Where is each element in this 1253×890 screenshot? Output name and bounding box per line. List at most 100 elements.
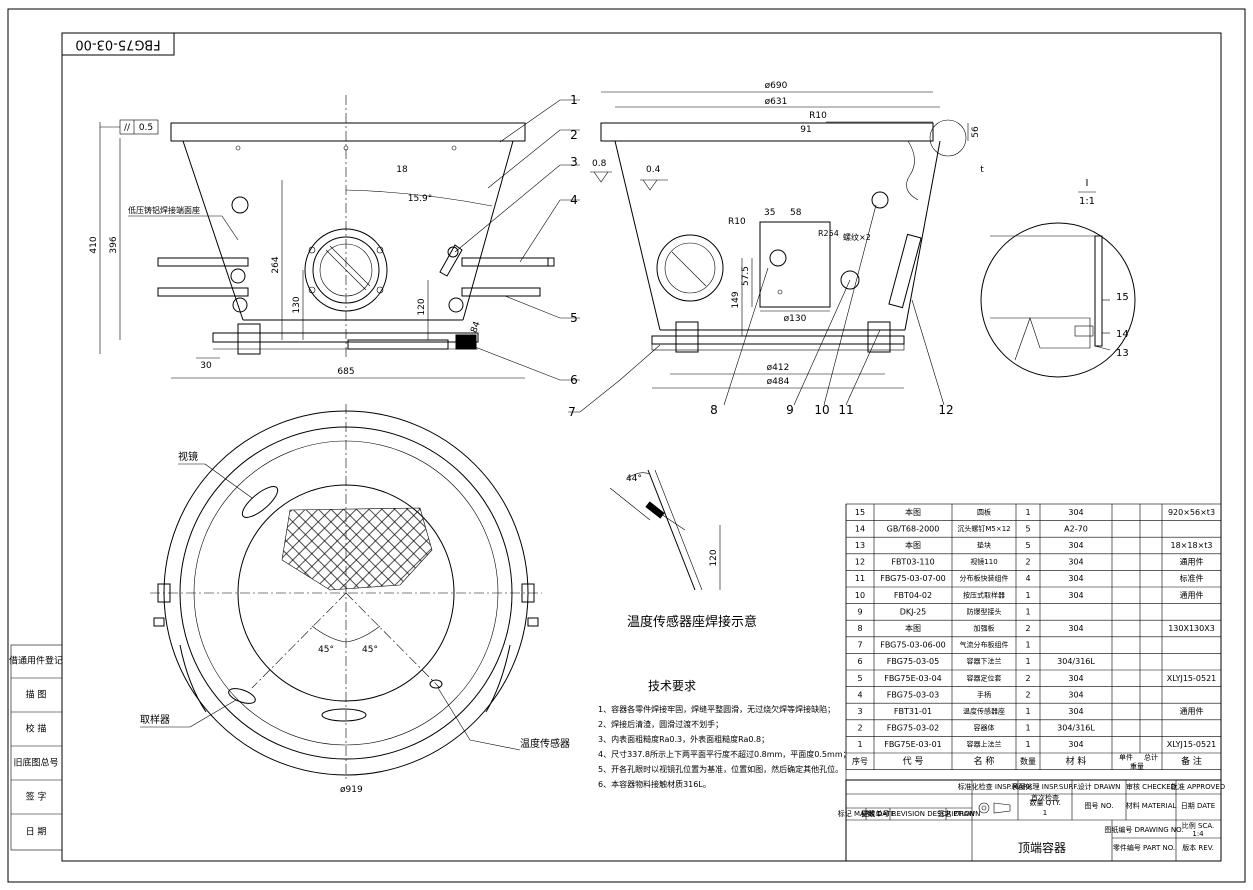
bom-cell-qty: 5	[1025, 524, 1030, 533]
bom-cell-material: A2-70	[1064, 524, 1088, 533]
bom-cell-material: 304	[1068, 674, 1083, 683]
svg-text:视镜: 视镜	[178, 450, 198, 463]
bom-cell-material: 304	[1068, 558, 1083, 567]
plan-handle-marker	[321, 708, 367, 722]
drawing-number-box: FBG75-03-00	[61, 32, 175, 56]
svg-text:I: I	[1086, 178, 1089, 189]
part-number: 3	[570, 155, 578, 169]
part-number: 9	[786, 403, 794, 417]
bom-cell-code: 本图	[905, 507, 921, 517]
svg-text:0.4: 0.4	[646, 165, 661, 175]
svg-text:比例 SCA.: 比例 SCA.	[1182, 821, 1214, 830]
tolerance-frame: // 0.5	[100, 119, 159, 135]
bom-cell-code: FBG75-03-07-00	[880, 574, 946, 583]
bom-cell-material: 304	[1068, 624, 1083, 633]
svg-text:91: 91	[800, 125, 811, 135]
bom-header: 数量	[1020, 756, 1036, 766]
bom-cell-index: 10	[855, 591, 865, 600]
strip-label: 旧底图总号	[13, 757, 58, 769]
bom-cell-code: FBG75-03-02	[887, 724, 939, 733]
bom-cell-qty: 1	[1025, 591, 1030, 600]
svg-text:15: 15	[1116, 292, 1129, 303]
bom-cell-material: 304	[1068, 740, 1083, 749]
svg-text:R254: R254	[818, 229, 839, 238]
svg-text:1: 1	[1043, 809, 1047, 817]
bom-cell-remark: XLYJ15-0521	[1167, 674, 1217, 683]
svg-text:图纸编号 DRAWING NO.: 图纸编号 DRAWING NO.	[1104, 825, 1183, 834]
bom-cell-name: 圆板	[977, 507, 991, 516]
sight-glass	[304, 228, 388, 312]
svg-text:t: t	[980, 165, 984, 175]
svg-text:410: 410	[89, 236, 99, 253]
bom-cell-qty: 5	[1025, 541, 1030, 550]
handle-left	[157, 257, 249, 267]
side-view: t ø690 ø631 R10 91 56 0.8 0.4 R10 35 58 …	[590, 81, 984, 417]
bom-cell-index: 2	[857, 724, 862, 733]
svg-text:零件编号 PART NO.: 零件编号 PART NO.	[1113, 843, 1175, 852]
drawing-number: FBG75-03-00	[75, 37, 160, 52]
bom-cell-qty: 2	[1025, 674, 1030, 683]
bom-header: 名 称	[974, 755, 995, 767]
svg-text:14: 14	[1116, 329, 1129, 340]
bom-cell-code: FBG75-03-06-00	[880, 641, 946, 650]
strip-label: 签 字	[26, 791, 47, 803]
bom-cell-code: FBG75-03-03	[887, 690, 939, 699]
tech-item: 5、开各孔眼时以视镜孔位置为基准，位置如图，然后确定其他孔位。	[598, 764, 843, 774]
bom-header: 总计	[1144, 752, 1158, 761]
bom-cell-name: 气流分布板组件	[960, 640, 1009, 649]
bom-cell-remark: 通用件	[1180, 706, 1204, 716]
part-number: 5	[570, 311, 578, 325]
top-flange	[170, 122, 526, 142]
strip-label: 描 图	[26, 689, 47, 701]
bom-cell-material: 304	[1068, 707, 1083, 716]
bom-cell-name: 容器上法兰	[967, 740, 1002, 749]
strip-label: 校 描	[26, 723, 47, 735]
bom-header: 序号	[852, 756, 868, 766]
svg-text:标准化检查 INSP.MARK: 标准化检查 INSP.MARK	[958, 782, 1033, 791]
svg-text:45°: 45°	[318, 645, 334, 655]
bom-cell-code: FBG75-03-05	[887, 657, 939, 666]
svg-text:149: 149	[731, 291, 741, 308]
tech-item: 3、内表面粗糙度Ra0.3，外表面粗糙度Ra0.8；	[598, 734, 769, 744]
bom-cell-name: 加强板	[974, 624, 995, 633]
bom-cell-index: 9	[857, 607, 862, 616]
svg-text:更改单号 REVISION DESCRIPTION: 更改单号 REVISION DESCRIPTION	[861, 809, 974, 818]
svg-text:45°: 45°	[362, 645, 378, 655]
svg-text:685: 685	[337, 367, 354, 377]
svg-text:温度传感器: 温度传感器	[520, 737, 570, 750]
bom-cell-name: 手柄	[977, 690, 991, 699]
part-number: 4	[570, 193, 578, 207]
svg-text:120: 120	[709, 549, 719, 566]
side-sight-glass	[656, 234, 724, 302]
plan-view: 45° 45° ø919 视镜 取样器 温度传感器	[140, 404, 570, 795]
part-number: 6	[570, 373, 578, 387]
svg-text:396: 396	[109, 236, 119, 253]
bom-cell-name: 分布板快装组件	[960, 574, 1009, 583]
part-number: 12	[938, 403, 953, 417]
svg-text:螺纹×2: 螺纹×2	[843, 232, 871, 242]
bom-cell-name: 温度传感器座	[963, 707, 1005, 716]
bom-cell-name: 容器下法兰	[967, 657, 1002, 666]
tech-requirements: 技术要求 1、容器各零件焊接牢固，焊缝平整圆滑，无过烧欠焊等焊接缺陷； 2、焊接…	[598, 679, 851, 789]
front-view: // 0.5	[89, 93, 661, 419]
distributor-plate	[347, 339, 449, 350]
bottom-flange	[212, 332, 479, 343]
inner-border	[61, 32, 1222, 862]
part-number: 11	[838, 403, 853, 417]
strip-label: 借通用件登记	[9, 655, 63, 667]
tech-item: 1、容器各零件焊接牢固，焊缝平整圆滑，无过烧欠焊等焊接缺陷；	[598, 704, 835, 714]
svg-text:58: 58	[790, 208, 802, 218]
tech-item: 6、本容器物料接触材质316L。	[598, 779, 711, 789]
svg-text:ø919: ø919	[340, 785, 363, 795]
sensor-caption: 温度传感器座焊接示意	[627, 614, 757, 630]
tech-item: 2、焊接后清渣，圆滑过渡不划手；	[598, 719, 723, 729]
bom-cell-code: FBG75E-03-04	[884, 674, 942, 683]
bom-cell-name: 容器定位套	[967, 673, 1002, 682]
svg-text:56: 56	[971, 126, 981, 138]
svg-text:设计 DRAWN: 设计 DRAWN	[1078, 782, 1121, 791]
bom-cell-qty: 2	[1025, 558, 1030, 567]
bom-cell-qty: 1	[1025, 607, 1030, 616]
svg-text:日期 DATE: 日期 DATE	[861, 810, 895, 818]
svg-text:取样器: 取样器	[140, 713, 170, 726]
